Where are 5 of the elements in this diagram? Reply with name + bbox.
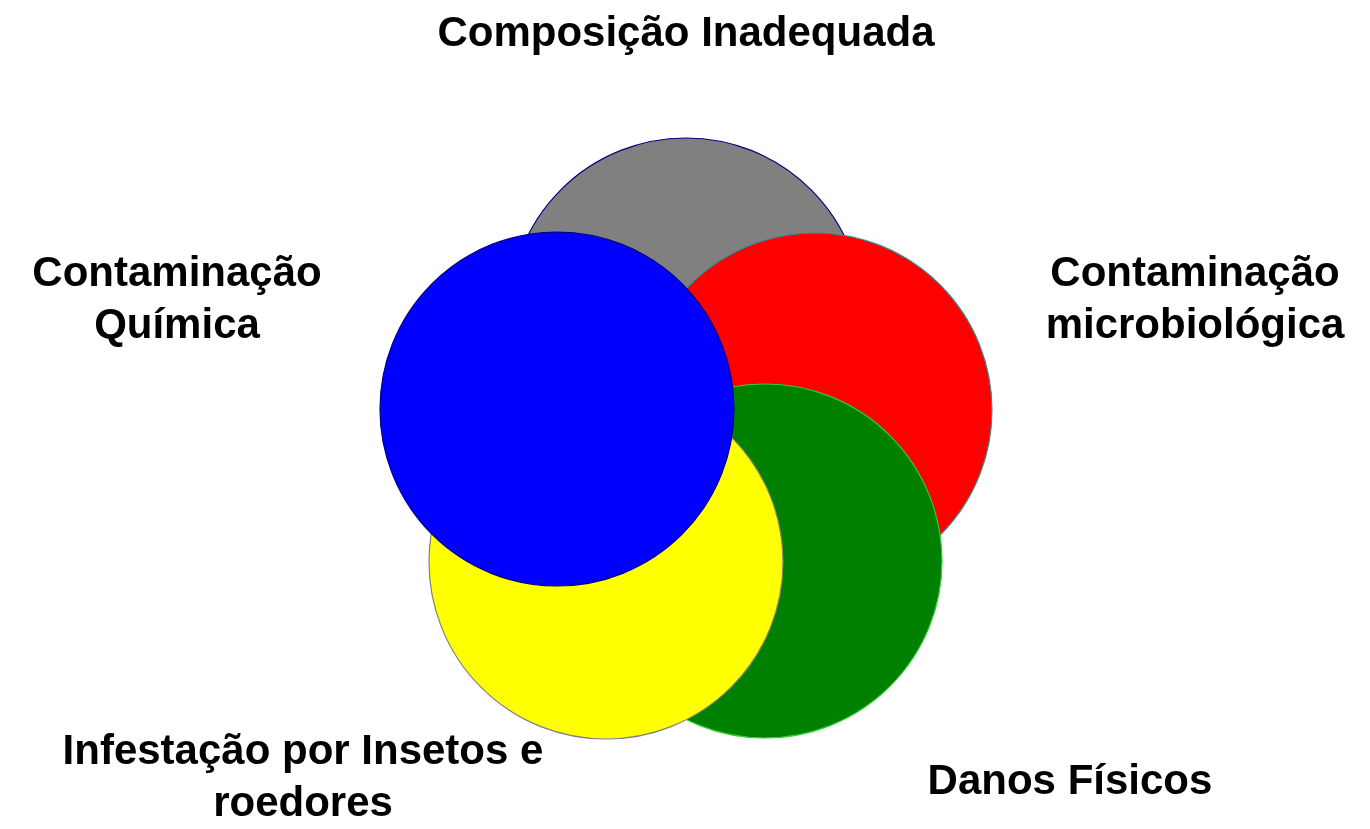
category-label: Danos Físicos <box>926 755 1214 805</box>
category-label: Contaminação microbiológica <box>1044 247 1346 349</box>
category-label: Contaminação Química <box>31 247 323 349</box>
category-label: Infestação por Insetos e roedores <box>61 725 545 827</box>
category-label: Composição Inadequada <box>436 7 936 57</box>
